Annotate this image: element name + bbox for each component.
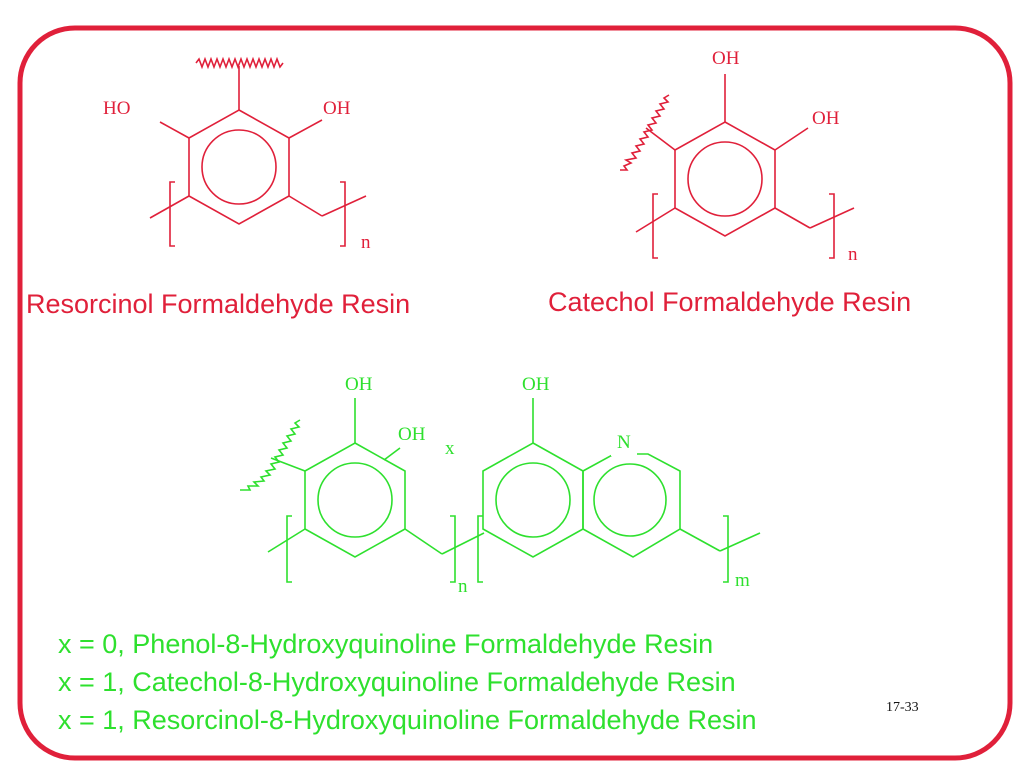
copolymer-quinoline-benzo-ring <box>482 442 584 558</box>
slide-frame <box>17 25 1013 761</box>
catechol-wavy-bond <box>620 94 670 171</box>
resorcinol-bracket-left <box>169 181 175 247</box>
copolymer-quinoline-pyridine-circle <box>593 463 667 537</box>
copolymer-n-atom-label: N <box>617 432 631 453</box>
resorcinol-oh-label: OH <box>323 98 351 119</box>
catechol-subscript-n: n <box>848 244 858 265</box>
catechol-caption: Catechol Formaldehyde Resin <box>548 287 911 317</box>
resorcinol-caption: Resorcinol Formaldehyde Resin <box>26 289 410 319</box>
catechol-bracket-left <box>652 193 658 259</box>
catechol-oh-right-label: OH <box>812 108 840 129</box>
copolymer-oh-top-left-label: OH <box>345 374 373 395</box>
copolymer-x-label: x <box>445 438 455 459</box>
copolymer-phenol-aromatic-circle <box>317 462 393 538</box>
legend-line-1: x = 0, Phenol-8-Hydroxyquinoline Formald… <box>58 629 713 659</box>
resorcinol-bracket-right <box>340 181 346 247</box>
legend-line-3: x = 1, Resorcinol-8-Hydroxyquinoline For… <box>58 705 757 735</box>
copolymer-bracket-m-right <box>723 515 729 583</box>
copolymer-bracket-m-left <box>477 515 483 583</box>
catechol-ring <box>674 121 776 237</box>
catechol-aromatic-circle <box>687 141 763 217</box>
resorcinol-subscript-n: n <box>361 232 371 253</box>
copolymer-subscript-m: m <box>735 570 750 591</box>
resorcinol-wavy-bond <box>195 56 284 70</box>
copolymer-subscript-n: n <box>458 576 468 597</box>
resorcinol-ho-label: HO <box>103 98 130 119</box>
copolymer-structure <box>240 398 761 583</box>
copolymer-quinoline-benzo-circle <box>495 462 571 538</box>
resorcinol-ring <box>188 109 290 225</box>
legend-line-2: x = 1, Catechol-8-Hydroxyquinoline Forma… <box>58 667 736 697</box>
catechol-oh-top-label: OH <box>712 48 740 69</box>
catechol-bracket-right <box>829 193 835 259</box>
copolymer-n-atom-bg <box>611 430 637 456</box>
copolymer-bracket-n-right <box>450 515 456 583</box>
resorcinol-aromatic-circle <box>201 129 277 205</box>
copolymer-bracket-n-left <box>286 515 292 583</box>
copolymer-phenol-ring <box>304 442 406 558</box>
copolymer-oh-inner-label: OH <box>398 424 426 445</box>
catechol-structure <box>620 74 855 259</box>
copolymer-oh-top-right-label: OH <box>522 374 550 395</box>
copolymer-wavy-bond <box>240 419 301 491</box>
slide-number: 17-33 <box>886 700 919 715</box>
resorcinol-structure <box>149 56 367 247</box>
